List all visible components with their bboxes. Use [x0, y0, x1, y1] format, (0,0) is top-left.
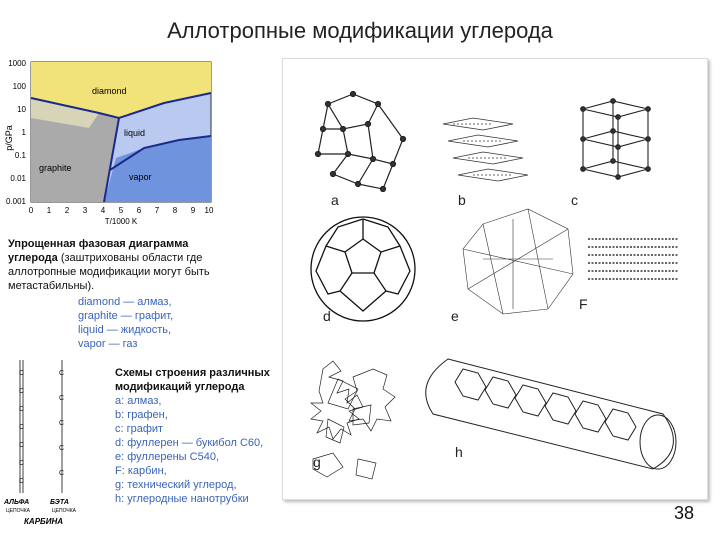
x-tick: 3: [83, 206, 88, 215]
scheme-item: d: фуллерен — букибол C60,: [115, 436, 287, 450]
carbyne-structure: [588, 239, 678, 279]
y-tick: 0.1: [15, 151, 27, 160]
schemes-heading: Схемы строения различных модификаций угл…: [115, 366, 287, 394]
y-tick: 0.01: [10, 174, 26, 183]
label-e: e: [451, 308, 459, 324]
phase-caption: Упрощенная фазовая диаграмма углерода (з…: [8, 237, 233, 293]
scheme-item: e: фуллерены C540,: [115, 450, 287, 464]
x-tick: 1: [47, 206, 52, 215]
structures-drawing: a b c d e F g h: [283, 59, 707, 499]
graphene-structure: [443, 118, 528, 181]
atom-label: C: [19, 424, 24, 431]
diamond-structure: [316, 92, 406, 192]
x-tick: 0: [29, 206, 34, 215]
label-h: h: [455, 444, 463, 460]
x-axis-label: T/1000 K: [105, 217, 138, 226]
x-tick: 9: [191, 206, 196, 215]
x-tick: 7: [155, 206, 160, 215]
diamond-label: diamond: [92, 86, 127, 96]
scheme-item: c: графит: [115, 422, 287, 436]
label-F: F: [579, 296, 588, 312]
y-tick: 1: [22, 128, 27, 137]
label-b: b: [458, 192, 466, 208]
legend-item: diamond — алмаз,: [78, 295, 173, 309]
scheme-item: F: карбин,: [115, 464, 287, 478]
graphite-structure: [581, 99, 651, 180]
label-a: a: [331, 192, 339, 208]
buckyball-structure: [311, 217, 415, 321]
c540-structure: [463, 209, 573, 314]
x-tick: 5: [119, 206, 124, 215]
phase-diagram: 1000 100 10 1 0.1 0.01 0.001 p/GPa 0 1 2…: [4, 58, 218, 230]
atom-label: C: [19, 406, 24, 413]
legend-item: vapor — газ: [78, 337, 173, 351]
x-tick: 10: [205, 206, 214, 215]
beta-label: БЭТА: [50, 499, 69, 506]
scheme-item: a: алмаз,: [115, 394, 287, 408]
x-tick: 8: [173, 206, 178, 215]
legend-item: liquid — жидкость,: [78, 323, 173, 337]
x-tick: 6: [137, 206, 142, 215]
nanotube-structure: [426, 359, 676, 469]
scheme-item: h: углеродные нанотрубки: [115, 492, 287, 506]
y-tick: 10: [17, 105, 26, 114]
allotropes-structures-figure: a b c d e F g h: [282, 58, 708, 500]
graphite-label: graphite: [39, 163, 72, 173]
x-tick: 4: [101, 206, 106, 215]
vapor-label: vapor: [129, 172, 152, 182]
atom-label: C: [19, 370, 24, 377]
atom-label: C: [19, 460, 24, 467]
atom-label: C: [59, 445, 64, 452]
y-tick: 0.001: [6, 197, 27, 206]
atom-label: C: [19, 442, 24, 449]
label-c: c: [571, 192, 578, 208]
beta-sublabel: ЦЕПОЧКА: [52, 508, 77, 514]
x-tick: 2: [65, 206, 70, 215]
y-tick: 100: [13, 82, 27, 91]
atom-label: C: [59, 395, 64, 402]
alpha-sublabel: ЦЕПОЧКА: [6, 508, 31, 514]
page-number: 38: [674, 503, 694, 524]
carbon-black-structure: [311, 361, 395, 479]
carbyne-label: КАРБИНА: [24, 517, 63, 526]
atom-label: C: [59, 470, 64, 477]
atom-label: C: [59, 370, 64, 377]
liquid-label: liquid: [124, 128, 145, 138]
structure-schemes-caption: Схемы строения различных модификаций угл…: [115, 366, 287, 506]
atom-label: C: [59, 420, 64, 427]
phase-legend: diamond — алмаз, graphite — графит, liqu…: [78, 295, 173, 351]
y-tick: 1000: [8, 59, 26, 68]
scheme-item: g: технический углерод,: [115, 478, 287, 492]
label-g: g: [313, 454, 321, 470]
atom-label: C: [19, 478, 24, 485]
label-d: d: [323, 308, 331, 324]
scheme-item: b: графен,: [115, 408, 287, 422]
atom-label: C: [19, 388, 24, 395]
legend-item: graphite — графит,: [78, 309, 173, 323]
alpha-label: АЛЬФА: [3, 499, 29, 506]
carbyne-chains-diagram: C C C C C C C C C C C C АЛЬФА ЦЕПОЧКА БЭ…: [2, 355, 102, 530]
y-axis-label: p/GPa: [4, 125, 14, 151]
slide-title: Аллотропные модификации углерода: [0, 18, 720, 44]
